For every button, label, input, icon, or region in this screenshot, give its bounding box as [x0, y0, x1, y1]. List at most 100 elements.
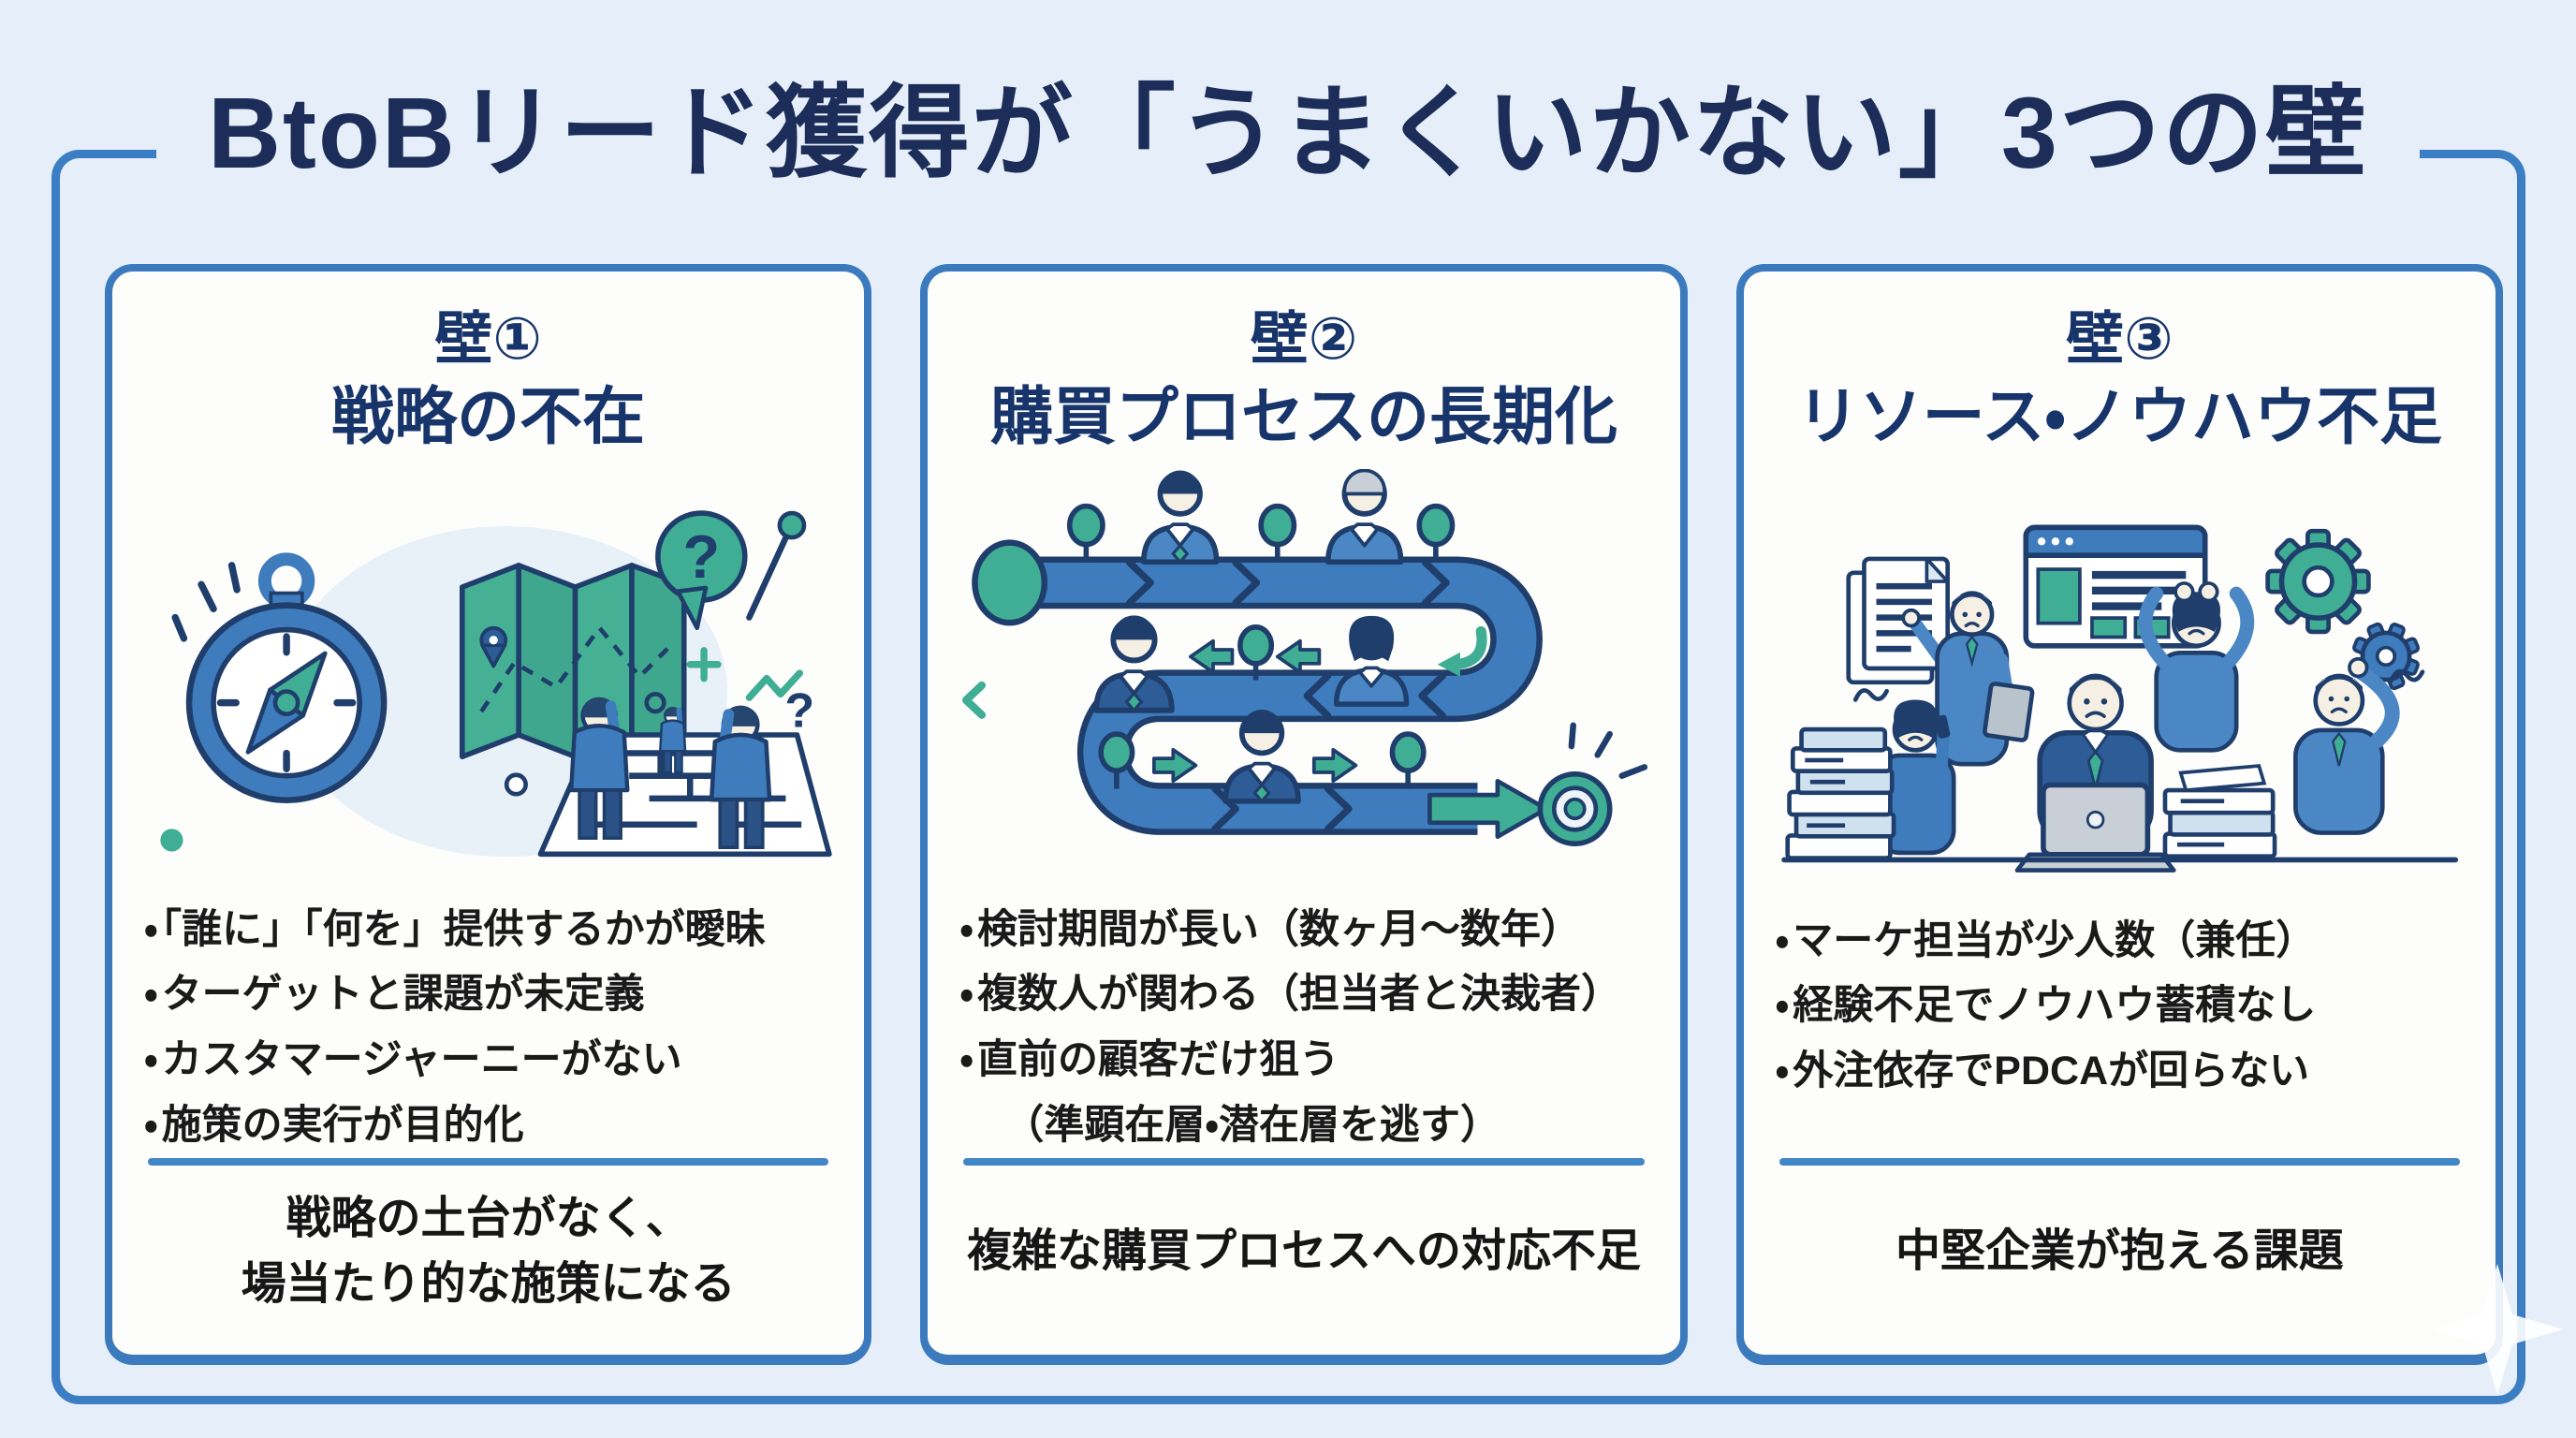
worried-person-icon	[2138, 580, 2254, 753]
wall-heading: リソース・ノウハウ不足	[1796, 382, 2443, 453]
left-arrow-icon	[1189, 638, 1322, 674]
strategy-absence-illustration: ?	[140, 469, 836, 881]
question-mark: ?	[784, 683, 814, 738]
zigzag-icon	[745, 669, 804, 701]
person-icon	[659, 706, 687, 773]
wall-cards: 壁① 戦略の不在	[105, 264, 2503, 1365]
bullet-marker: ・	[959, 972, 973, 1018]
bullet-marker: ・	[1775, 983, 1790, 1029]
card-footer-line: 中堅企業が抱える課題	[1895, 1226, 2344, 1277]
bullet-item: ・「誰に」「何を」提供するかが曖昧	[144, 898, 836, 963]
card-bullets: ・検討期間が長い（数ヶ月〜数年） ・複数人が関わる（担当者と決裁者） ・直前の顧…	[956, 898, 1651, 1159]
person-icon	[709, 705, 772, 849]
bullet-text: カスタマージャーニーがない	[161, 1036, 682, 1082]
bullet-text: 経験不足でノウハウ蓄積なし	[1793, 983, 2317, 1029]
buying-process-illustration	[956, 468, 1651, 881]
divider	[148, 1158, 829, 1166]
loop-arrow-icon	[1438, 625, 1487, 677]
wall-heading: 購買プロセスの長期化	[989, 382, 1617, 453]
map-pin-icon	[479, 625, 508, 668]
milestone-icon	[1098, 731, 1427, 789]
plus-icon	[686, 646, 722, 682]
businessperson-icon	[1093, 615, 1176, 713]
bullet-text: 施策の実行が目的化	[161, 1102, 524, 1148]
wall-heading: 戦略の不在	[331, 382, 646, 453]
card-footer-line: 戦略の土台がなく、	[285, 1194, 691, 1244]
final-arrow-icon	[1427, 778, 1549, 839]
worried-person-icon	[2292, 656, 2400, 835]
bullet-marker: ・	[1775, 917, 1790, 963]
worried-person-icon	[1874, 699, 1956, 856]
gear-icon	[2264, 528, 2371, 635]
person-icon	[569, 697, 630, 840]
pin-needle-icon	[746, 510, 807, 621]
path-chevrons-icon	[1126, 559, 1451, 832]
winding-process-path-icon	[962, 468, 1648, 846]
wall-number: 壁③	[2066, 307, 2174, 372]
stress-squiggle-icon	[1852, 687, 1889, 702]
bullet-text: 検討期間が長い（数ヶ月〜数年）	[976, 906, 1581, 952]
worried-person-icon	[2014, 673, 2176, 873]
bullet-marker: ・	[144, 1036, 158, 1082]
resource-shortage-illustration	[1772, 469, 2467, 892]
businessperson-icon	[1325, 468, 1404, 565]
bullet-marker: ・	[144, 1102, 158, 1148]
card-footer-line: 複雑な購買プロセスへの対応不足	[966, 1226, 1641, 1277]
bullet-text: マーケ担当が少人数（兼任）	[1793, 917, 2317, 963]
bullet-item: ・施策の実行が目的化	[144, 1093, 836, 1159]
compass-map-maze-icon: ?	[160, 510, 832, 857]
bullet-item: ・直前の顧客だけ狙う	[959, 1028, 1651, 1093]
businessperson-icon	[1141, 470, 1220, 565]
card-footer-line: 場当たり的な施策になる	[241, 1259, 736, 1309]
bullet-item: ・マーケ担当が少人数（兼任）	[1776, 909, 2467, 975]
wall-number: 壁①	[434, 307, 542, 372]
bullet-marker: ・	[144, 906, 158, 952]
bullet-item: ・検討期間が長い（数ヶ月〜数年）	[959, 898, 1651, 963]
divider	[1778, 1158, 2460, 1166]
process-path-icon	[1021, 562, 1537, 829]
compass-icon	[185, 552, 388, 803]
bullet-marker: ・	[959, 906, 973, 952]
bullet-item: ・カスタマージャーニーがない	[144, 1028, 836, 1093]
bullet-text: ターゲットと課題が未定義	[161, 972, 645, 1018]
card-bullets: ・「誰に」「何を」提供するかが曖昧 ・ターゲットと課題が未定義 ・カスタマージャ…	[140, 898, 836, 1159]
sparkle-icon	[2432, 1264, 2563, 1395]
bullet-marker: ・	[959, 1036, 973, 1082]
question-bubble-icon: ?	[655, 510, 748, 630]
wall-number: 壁②	[1250, 307, 1358, 372]
question-mark: ?	[682, 522, 720, 591]
paper-stack-icon	[1785, 726, 1896, 860]
stress-squiggle-icon	[2388, 668, 2424, 683]
map-icon	[460, 562, 687, 759]
bullet-item: ・外注依存でPDCAが回らない	[1776, 1039, 2467, 1105]
card-footer: 戦略の土台がなく、 場当たり的な施策になる	[140, 1177, 836, 1327]
bullet-text: 「誰に」「何を」提供するかが曖昧	[161, 906, 766, 952]
bullet-text: 外注依存でPDCAが回らない	[1793, 1049, 2310, 1094]
worried-person-icon	[1901, 591, 2035, 767]
bullet-text: （準顕在層・潜在層を逃す）	[1003, 1102, 1500, 1148]
paper-lines-icon	[2176, 799, 2224, 847]
chevron-left-icon	[962, 681, 987, 719]
page-title-row: BtoBリード獲得が「うまくいかない」3つの壁	[0, 67, 2576, 199]
bullet-marker: ・	[144, 972, 158, 1018]
bullet-marker: ・	[1775, 1049, 1790, 1094]
target-icon	[1537, 770, 1613, 846]
card-wall-3: 壁③ リソース・ノウハウ不足	[1735, 264, 2503, 1365]
businessperson-icon	[1222, 709, 1302, 804]
bullet-item: ・ターゲットと課題が未定義	[144, 962, 836, 1028]
start-node-icon	[972, 539, 1048, 626]
milestone-icon	[1237, 624, 1275, 681]
divider	[963, 1158, 1645, 1166]
card-footer: 複雑な購買プロセスへの対応不足	[956, 1177, 1651, 1327]
businesswoman-icon	[1334, 615, 1410, 707]
bullet-item: ・経験不足でノウハウ蓄積なし	[1776, 974, 2467, 1039]
dot-accent-icon	[160, 829, 183, 852]
spark-dashes-icon	[171, 561, 241, 642]
card-wall-1: 壁① 戦略の不在	[105, 264, 872, 1365]
right-arrow-icon	[1152, 747, 1358, 783]
overworked-team-icon	[1780, 524, 2458, 873]
bullet-item: ・複数人が関わる（担当者と決裁者）	[959, 962, 1651, 1028]
document-icon	[1846, 556, 1950, 684]
card-footer: 中堅企業が抱える課題	[1772, 1177, 2467, 1327]
